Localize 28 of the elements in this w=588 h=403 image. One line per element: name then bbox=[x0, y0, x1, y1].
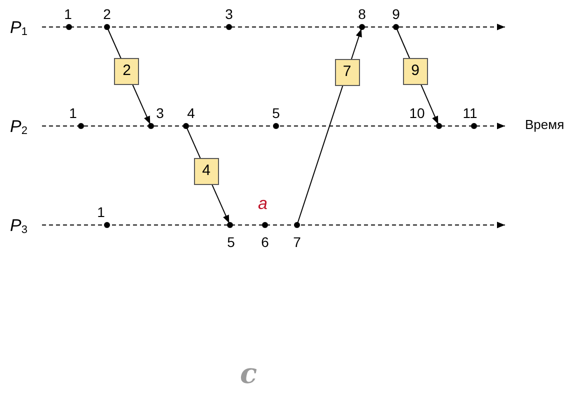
event-number: 1 bbox=[96, 204, 106, 220]
event-number: 6 bbox=[260, 234, 270, 250]
event-number: 4 bbox=[186, 105, 196, 121]
event-number: 11 bbox=[462, 105, 478, 121]
event-number: 2 bbox=[102, 6, 112, 22]
message-label: 7 bbox=[334, 59, 360, 86]
event-number: 8 bbox=[357, 6, 367, 22]
event-number: 3 bbox=[224, 6, 234, 22]
event-number: 10 bbox=[408, 105, 426, 121]
process-name: P$_{2}$ bbox=[10, 118, 28, 134]
event-number: 5 bbox=[226, 234, 236, 250]
process-name: P$_{1}$ bbox=[10, 18, 28, 36]
message-label: 9 bbox=[402, 58, 428, 86]
event-number: 7 bbox=[292, 234, 302, 250]
timeline-arrow bbox=[42, 222, 506, 228]
axis-label: Время bbox=[525, 118, 564, 131]
message-label: 2 bbox=[114, 58, 140, 86]
event-number: 3 bbox=[155, 105, 165, 121]
caption: c bbox=[240, 360, 258, 388]
event-number: 9 bbox=[391, 6, 401, 22]
event-number: 5 bbox=[271, 105, 281, 121]
timeline-arrow bbox=[42, 122, 506, 130]
event-number: 1 bbox=[68, 105, 78, 121]
event-number: 1 bbox=[63, 6, 73, 22]
timeline-arrow bbox=[42, 24, 506, 30]
message-label: 4 bbox=[194, 158, 219, 186]
event-mark: a bbox=[258, 195, 268, 212]
process-name: P$_{3}$ bbox=[10, 216, 28, 234]
